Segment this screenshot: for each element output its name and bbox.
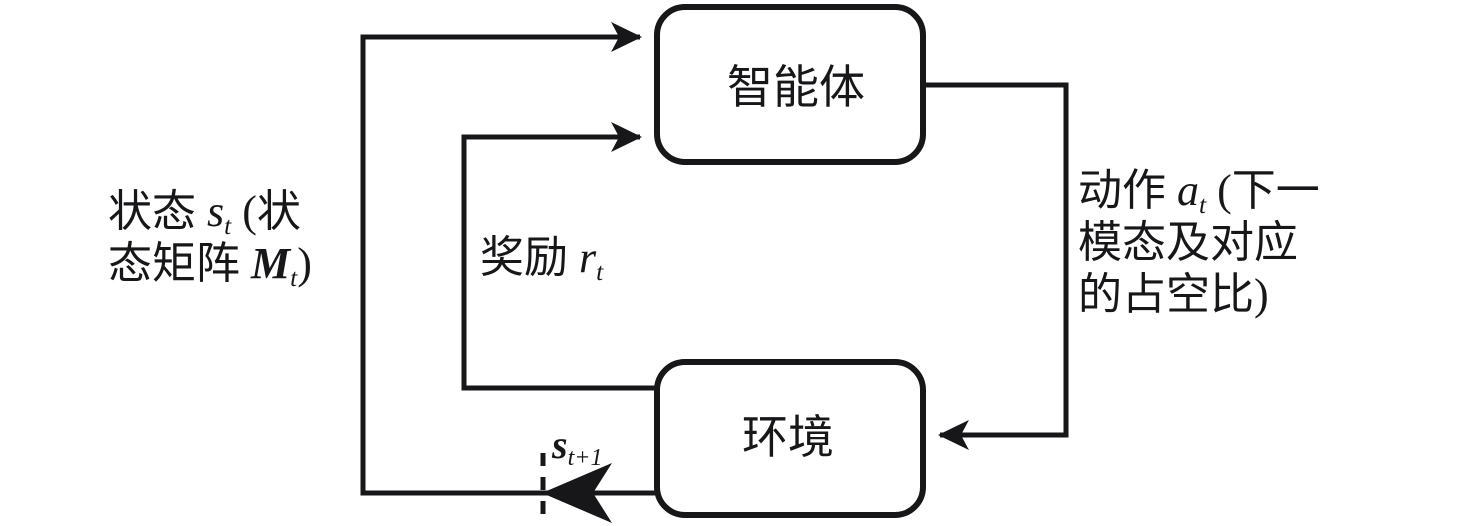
state-symbol-m-subscript: t xyxy=(290,262,298,292)
state-edge-label-line-2: 态矩阵 Mt) xyxy=(108,238,358,292)
next-state-symbol-s: s xyxy=(552,422,568,467)
action-edge-path xyxy=(925,82,1069,450)
state-edge-label-line-1: 状态 st (状 xyxy=(108,186,358,240)
action-edge-label-line-1: 动作 at (下一 xyxy=(1078,165,1388,219)
state-edge-label: 状态 st (状 态矩阵 Mt) xyxy=(108,186,358,292)
next-state-symbol-subscript: t+1 xyxy=(567,444,603,471)
state-label-close-paren: ) xyxy=(297,238,312,288)
state-symbol-s-subscript: t xyxy=(224,210,232,240)
action-edge-label: 动作 at (下一 模态及对应 的占空比) xyxy=(1078,165,1388,321)
action-edge-label-line-2: 模态及对应 xyxy=(1078,217,1298,267)
state-symbol-m: M xyxy=(251,238,291,288)
state-matrix-prefix: 态矩阵 xyxy=(108,238,251,288)
action-edge-label-line-3: 的占空比) xyxy=(1078,269,1269,319)
state-symbol-s: s xyxy=(207,187,225,236)
action-label-prefix: 动作 xyxy=(1078,166,1177,215)
environment-node-label: 环境 xyxy=(742,412,834,463)
reward-edge-path xyxy=(461,122,655,391)
agent-node-box xyxy=(654,4,926,165)
reward-label-prefix: 奖励 xyxy=(480,233,579,282)
environment-node-box xyxy=(654,359,926,518)
action-label-open-paren: (下一 xyxy=(1206,166,1320,215)
state-edge-path xyxy=(360,22,655,496)
reward-edge-label: 奖励 rt xyxy=(480,232,604,286)
reward-symbol-r: r xyxy=(579,233,597,282)
agent-node-label: 智能体 xyxy=(727,62,865,113)
next-state-label: st+1 xyxy=(552,422,602,470)
action-symbol-a-subscript: t xyxy=(1199,189,1207,219)
next-state-arrowhead xyxy=(542,463,612,523)
reward-symbol-r-subscript: t xyxy=(596,256,604,286)
state-label-prefix: 状态 xyxy=(108,187,207,236)
state-label-open-paren: (状 xyxy=(231,187,301,236)
action-symbol-a: a xyxy=(1177,166,1199,215)
